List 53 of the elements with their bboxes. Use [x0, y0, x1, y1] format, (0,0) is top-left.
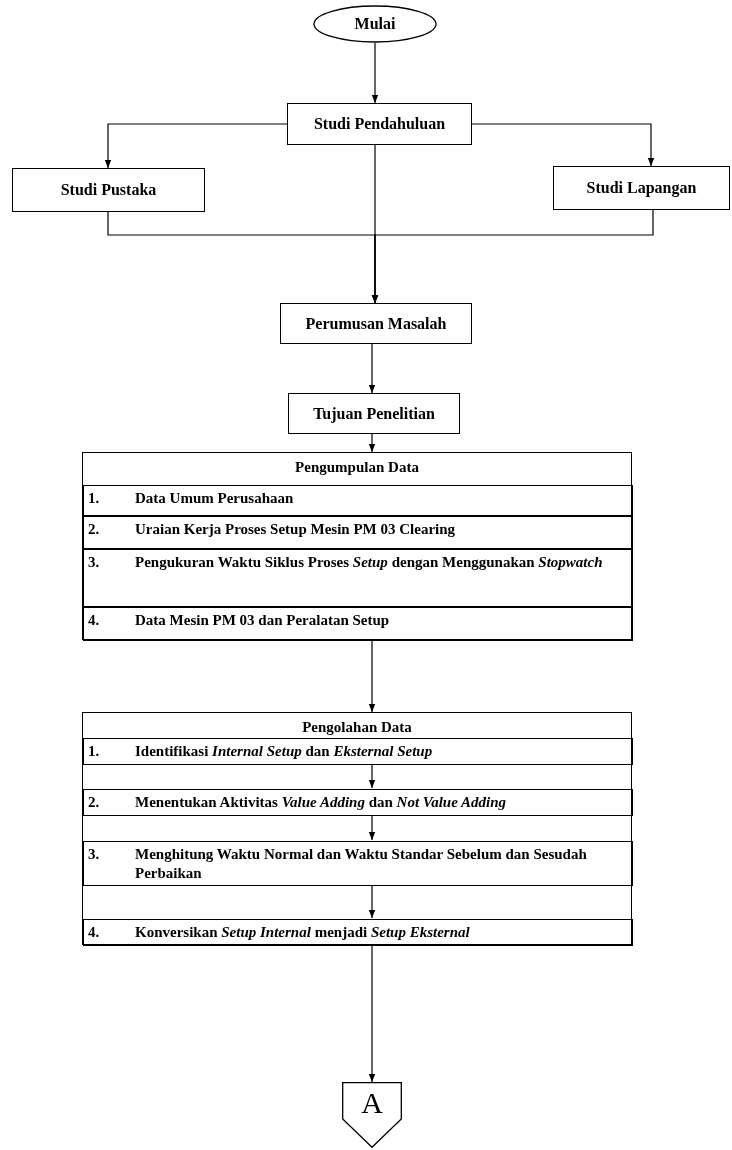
table-heading: Pengumpulan Data: [294, 458, 420, 476]
row-number: 3.: [88, 553, 101, 572]
arrow: [368, 763, 376, 789]
process-box: [287, 103, 472, 145]
process-box: [12, 168, 205, 212]
row-text: Konversikan Setup Internal menjadi Setup Eksternal: [135, 923, 470, 942]
terminal-label: Mulai: [354, 15, 396, 33]
box-label: Studi Lapangan: [586, 179, 697, 197]
process-box: [280, 303, 472, 344]
row-text: Menentukan Aktivitas Value Adding dan Not Value Adding: [135, 793, 507, 812]
table-row: [83, 549, 633, 607]
box-label: Studi Pendahuluan: [313, 115, 446, 133]
row-text: Uraian Kerja Proses Setup Mesin PM 03 Clearing: [135, 520, 456, 539]
process-table: [82, 712, 632, 945]
table-row: [83, 607, 633, 641]
row-number: 4.: [88, 923, 101, 942]
table-row: [83, 789, 633, 816]
row-text: Data Mesin PM 03 dan Peralatan Setup: [135, 611, 390, 630]
row-number: 1.: [88, 489, 101, 508]
arrow: [471, 123, 655, 167]
process-table: [82, 452, 632, 640]
arrow: [368, 814, 376, 841]
arrow: [368, 639, 376, 713]
row-number: 2.: [88, 520, 101, 539]
box-label: Tujuan Penelitian: [313, 404, 435, 423]
box-label: Perumusan Masalah: [305, 314, 447, 333]
table-row: [83, 516, 633, 549]
row-number: 1.: [88, 742, 101, 761]
table-row: [83, 738, 633, 765]
arrow: [368, 944, 376, 1083]
row-text: Menghitung Waktu Normal dan Waktu Standar Sebelum dan Sesudah Perbaikan: [135, 845, 588, 883]
box-label: Studi Pustaka: [60, 181, 157, 199]
row-number: 2.: [88, 793, 101, 812]
process-box: [553, 166, 730, 210]
table-row: [83, 841, 633, 886]
start-terminal: [313, 5, 437, 43]
arrow: [368, 884, 376, 919]
table-heading: Pengolahan Data: [301, 718, 413, 736]
arrow: [368, 433, 376, 453]
row-text: Identifikasi Internal Setup dan Eksternal Setup: [135, 742, 433, 761]
arrow: [371, 209, 654, 304]
table-row: [83, 485, 633, 516]
process-box: [288, 393, 460, 434]
arrow: [371, 42, 379, 104]
connector-label: A: [360, 1086, 384, 1119]
row-number: 4.: [88, 611, 101, 630]
arrow: [368, 343, 376, 394]
row-number: 3.: [88, 845, 101, 864]
row-text: Pengukuran Waktu Siklus Proses Setup dengan Menggunakan Stopwatch: [135, 553, 603, 572]
off-page-connector: [342, 1082, 402, 1148]
row-text: Data Umum Perusahaan: [135, 489, 294, 508]
table-row: [83, 919, 633, 946]
arrow: [104, 123, 288, 169]
